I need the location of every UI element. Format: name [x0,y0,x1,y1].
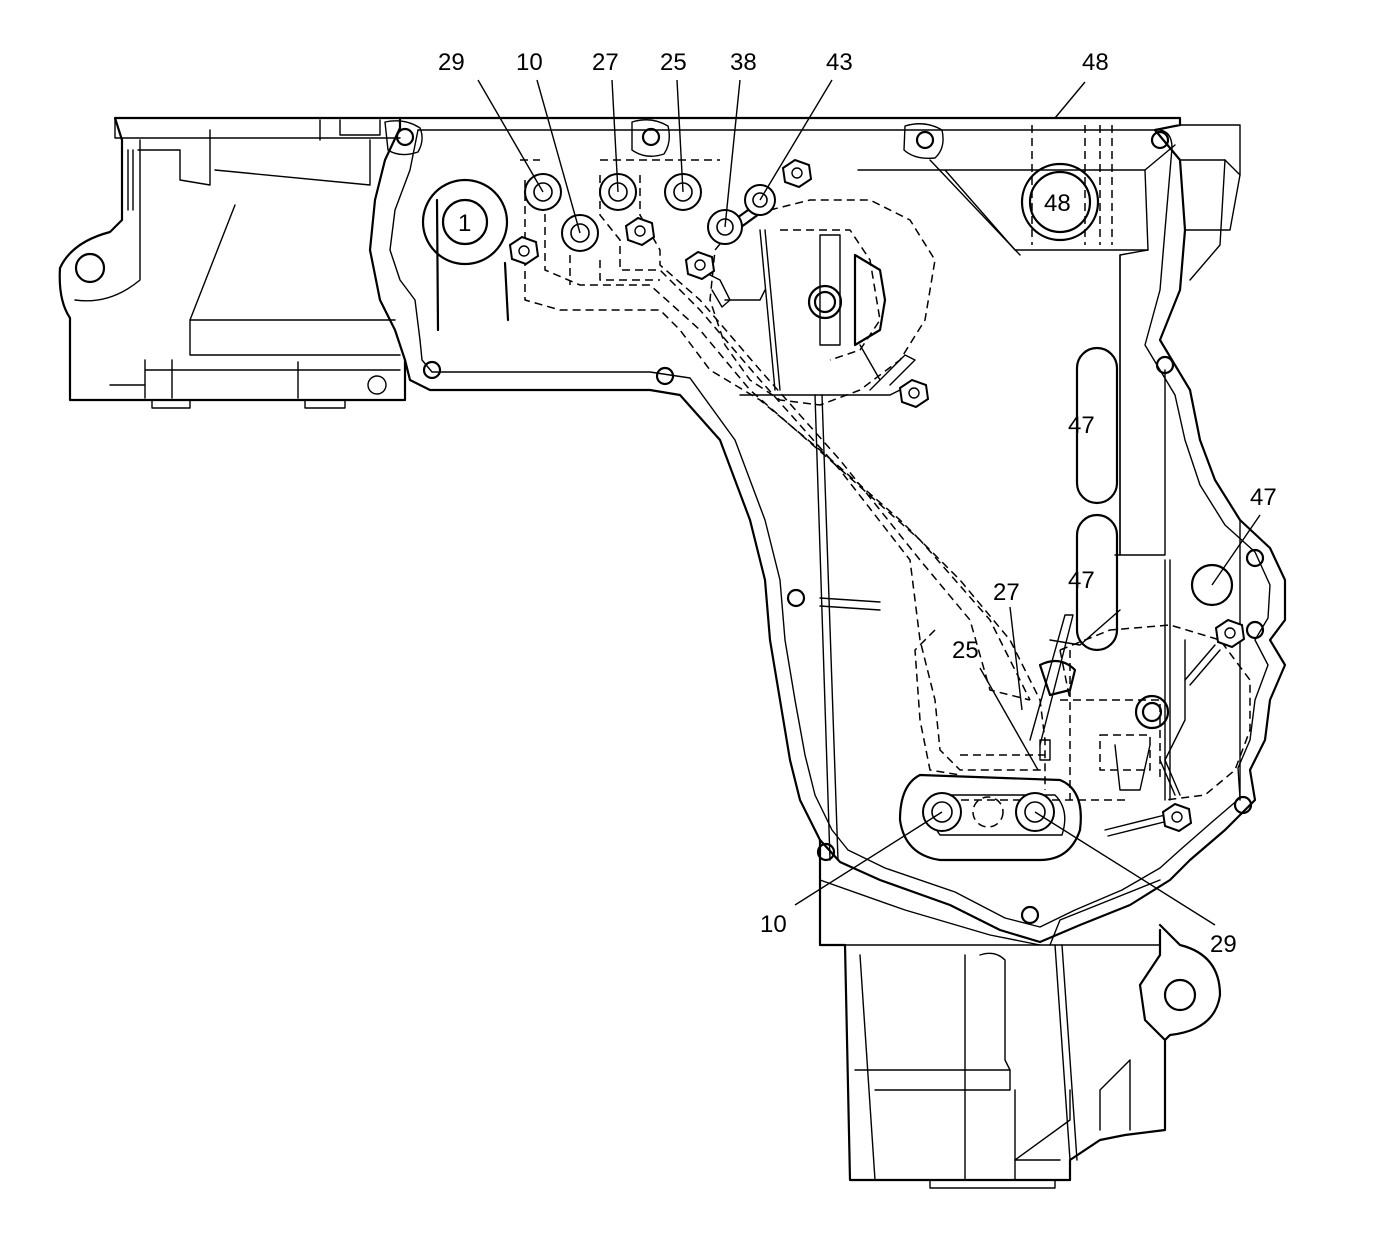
callout-10-top: 10 [516,49,543,76]
callout-29-bottom: 29 [1210,931,1237,958]
right-wall [857,124,1241,556]
callout-38: 38 [730,49,757,76]
bottom-housing [818,838,1167,1189]
lower-valve-detail [1029,519,1246,837]
callout-48-top: 48 [1082,49,1109,76]
left-housing [58,116,407,409]
callout-10-bottom: 10 [760,911,787,938]
callout-47-right: 47 [1250,484,1277,511]
case-gasket-outline [384,116,1287,944]
fluid-passages [520,159,1251,801]
lower-right-boss [1158,923,1222,1042]
callout-labels: 29 10 27 25 38 43 48 48 1 47 47 47 27 25… [438,49,1277,958]
callout-47-slot-lower: 47 [1068,567,1095,594]
callout-27-mid: 27 [993,579,1020,606]
callout-43: 43 [826,49,853,76]
bottom-bolt-pad [898,773,1082,862]
slots [1075,346,1234,652]
callout-25-mid: 25 [952,637,979,664]
callout-47-slot-upper: 47 [1068,412,1095,439]
upper-valve-detail [435,196,916,861]
callout-25-top: 25 [660,49,687,76]
callout-29-top: 29 [438,49,465,76]
callout-27-top: 27 [592,49,619,76]
callout-1-circle: 1 [458,210,471,237]
callout-48-circle: 48 [1044,190,1071,217]
leader-lines [477,79,1261,926]
upper-bolt-cluster [421,158,930,409]
